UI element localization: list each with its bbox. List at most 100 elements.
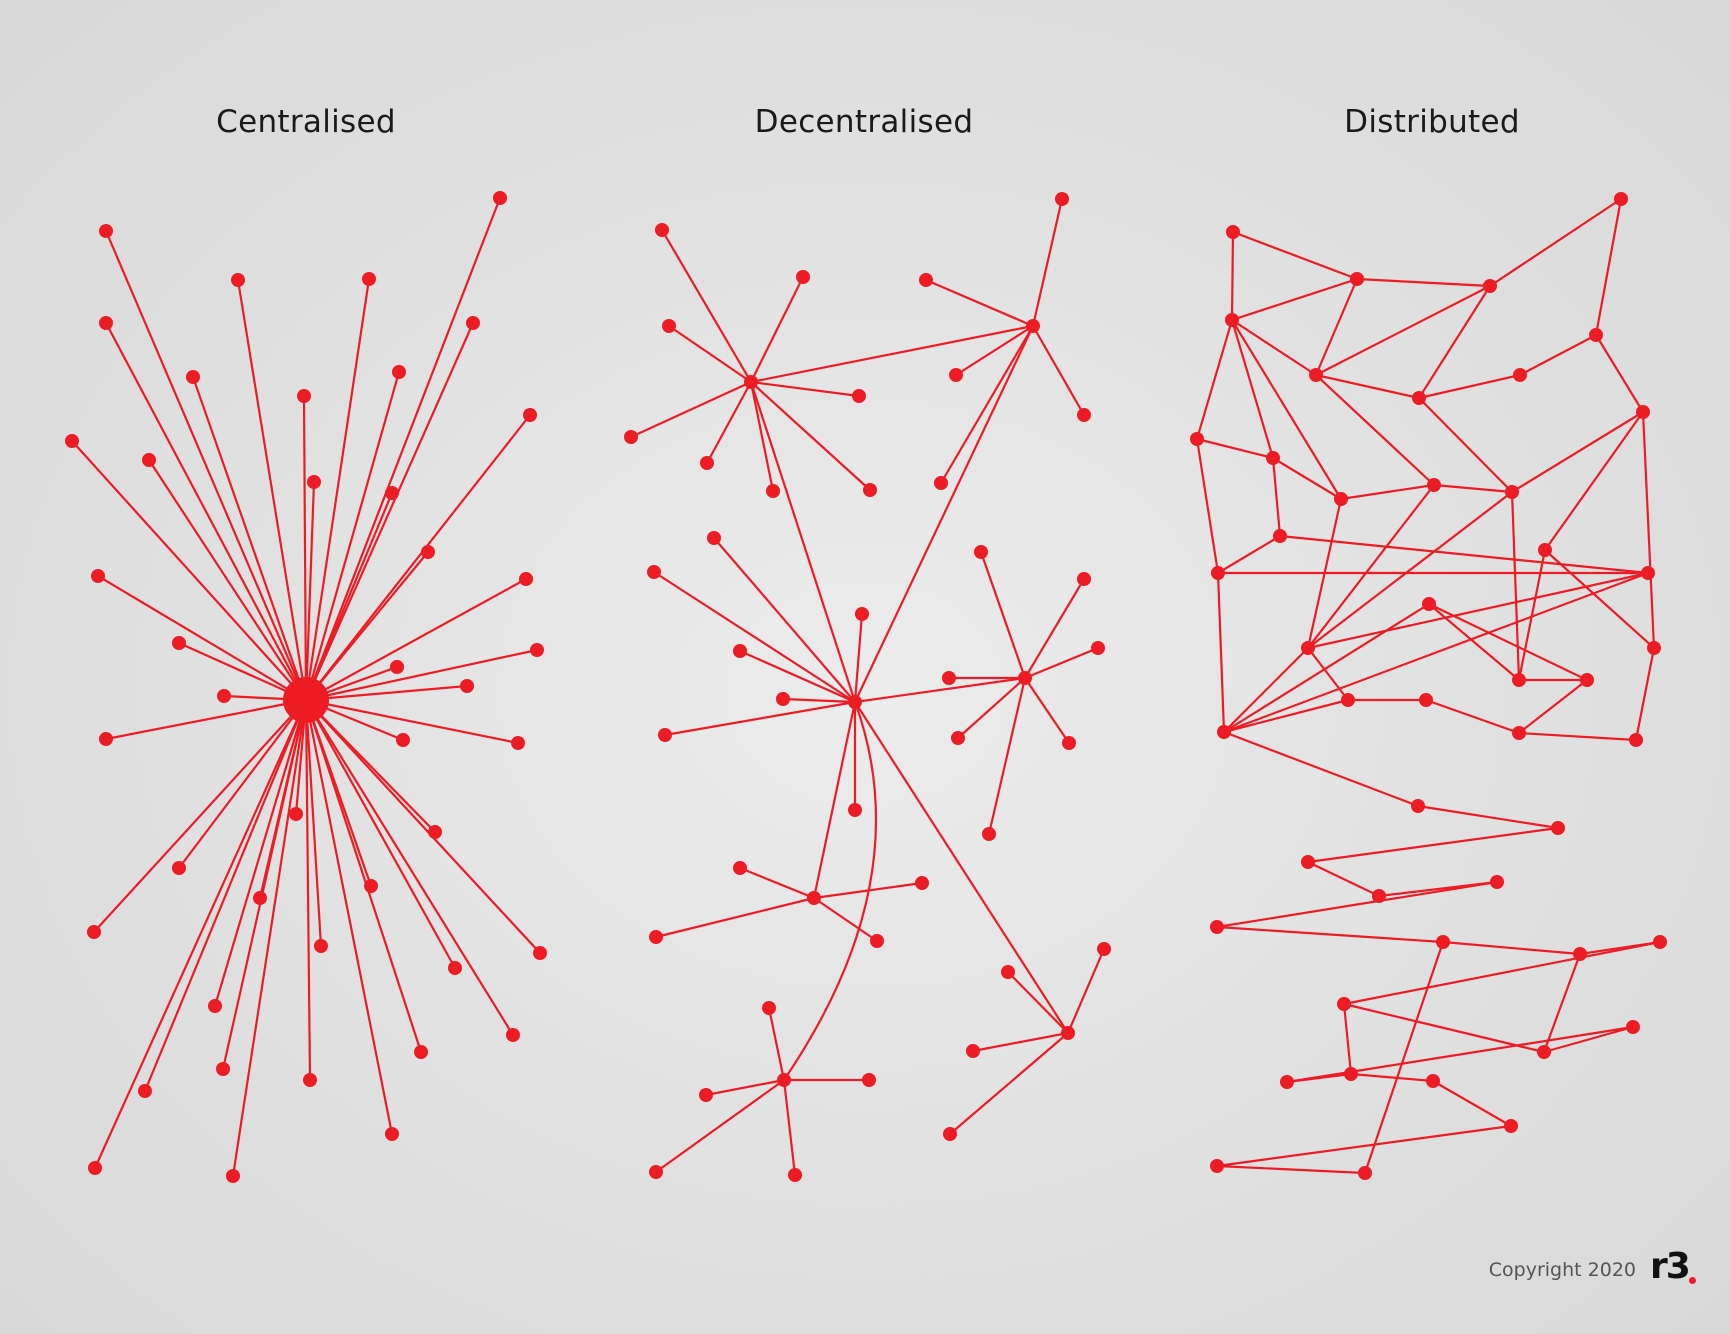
centralised-leaf-node <box>530 643 544 657</box>
distributed-edge <box>1544 411 1644 551</box>
decentralised-leaf-node <box>700 456 714 470</box>
centralised-leaf-node <box>519 572 533 586</box>
distributed-node <box>1309 368 1323 382</box>
decentralised-leaf-node <box>1091 641 1105 655</box>
decentralised-edge <box>1024 578 1085 679</box>
decentralised-leaf-node <box>707 531 721 545</box>
copyright-text: Copyright 2020 <box>1488 1259 1636 1281</box>
centralised-leaf-node <box>91 569 105 583</box>
decentralised-edge <box>750 380 860 398</box>
distributed-edge <box>1314 278 1359 376</box>
distributed-edge <box>1442 940 1581 956</box>
distributed-node <box>1266 451 1280 465</box>
distributed-node <box>1580 673 1594 687</box>
distributed-node <box>1551 821 1565 835</box>
centralised-leaf-node <box>88 1161 102 1175</box>
decentralised-leaf-node <box>662 319 676 333</box>
centralised-leaf-node <box>99 732 113 746</box>
centralised-edge <box>143 699 308 1092</box>
decentralised-leaf-node <box>915 876 929 890</box>
distributed-edge <box>1216 1124 1512 1168</box>
centralised-leaf-node <box>172 636 186 650</box>
decentralised-leaf-node <box>1055 192 1069 206</box>
centralised-leaf-node <box>87 925 101 939</box>
centralised-leaf-node <box>99 224 113 238</box>
decentralised-hub-node <box>1018 671 1032 685</box>
distributed-node <box>1301 641 1315 655</box>
distributed-node <box>1226 225 1240 239</box>
decentralised-edge <box>750 381 871 491</box>
distributed-edge <box>1594 198 1623 336</box>
decentralised-leaf-node <box>943 1127 957 1141</box>
decentralised-leaf-node <box>1062 736 1076 750</box>
distributed-node <box>1419 693 1433 707</box>
centralised-leaf-node <box>231 273 245 287</box>
decentralised-edge <box>655 896 815 939</box>
decentralised-edge <box>1024 677 1070 744</box>
decentralised-edge <box>739 866 815 900</box>
distributed-edge <box>1217 535 1281 574</box>
centralised-leaf-node <box>172 861 186 875</box>
decentralised-edge <box>749 381 775 492</box>
centralised-leaf-node <box>466 316 480 330</box>
centralised-edge <box>304 699 323 947</box>
distributed-network <box>1190 192 1667 1180</box>
distributed-node <box>1614 192 1628 206</box>
distributed-node <box>1273 529 1287 543</box>
decentralised-hub-link <box>854 676 1026 704</box>
decentralised-edge <box>949 1032 1069 1135</box>
distributed-edge <box>1489 198 1622 287</box>
distributed-edge <box>1418 285 1491 399</box>
centralised-edge <box>71 440 307 701</box>
distributed-node <box>1626 1020 1640 1034</box>
centralised-leaf-node <box>65 434 79 448</box>
distributed-edge <box>1216 925 1444 944</box>
centralised-edge <box>305 698 519 745</box>
centralised-leaf-node <box>186 370 200 384</box>
centralised-edge <box>304 197 502 701</box>
centralised-edge <box>304 699 373 887</box>
distributed-node <box>1337 997 1351 1011</box>
distributed-node <box>1504 1119 1518 1133</box>
distributed-node <box>1512 673 1526 687</box>
decentralised-edge <box>668 325 752 383</box>
distributed-edge <box>1432 1080 1512 1127</box>
distributed-node <box>1629 733 1643 747</box>
distributed-node <box>1190 432 1204 446</box>
distributed-edge <box>1595 334 1644 413</box>
distributed-edge <box>1307 571 1649 650</box>
centralised-leaf-node <box>533 946 547 960</box>
distributed-edge <box>1342 1003 1353 1075</box>
decentralised-edge <box>705 1078 785 1097</box>
distributed-edge <box>1279 534 1649 575</box>
decentralised-leaf-node <box>855 607 869 621</box>
centralised-leaf-node <box>303 1073 317 1087</box>
decentralised-edge <box>782 1079 797 1176</box>
decentralised-hub-node <box>807 891 821 905</box>
centralised-edge <box>236 279 308 701</box>
distributed-edge <box>1641 411 1656 649</box>
decentralised-edge <box>955 325 1034 376</box>
decentralised-hub-link <box>854 325 1034 703</box>
decentralised-title: Decentralised <box>754 104 974 140</box>
decentralised-edge <box>1007 971 1069 1034</box>
centralised-leaf-node <box>421 545 435 559</box>
decentralised-edge <box>979 551 1027 679</box>
distributed-node <box>1537 1045 1551 1059</box>
distributed-edge <box>1231 319 1342 500</box>
distributed-node <box>1636 405 1650 419</box>
decentralised-edge <box>853 613 864 703</box>
decentralised-leaf-node <box>1077 572 1091 586</box>
distributed-node <box>1225 313 1239 327</box>
centralised-leaf-node <box>460 679 474 693</box>
distributed-edge <box>1223 698 1349 734</box>
distributed-edge <box>1223 571 1649 734</box>
distributed-edge <box>1272 457 1342 500</box>
decentralised-hub-node <box>1061 1026 1075 1040</box>
centralised-leaf-node <box>392 365 406 379</box>
centralised-network <box>65 191 547 1183</box>
decentralised-hub-link <box>783 701 878 1081</box>
decentralised-leaf-node <box>766 484 780 498</box>
centralised-edge <box>304 278 371 701</box>
centralised-edge <box>191 376 308 701</box>
